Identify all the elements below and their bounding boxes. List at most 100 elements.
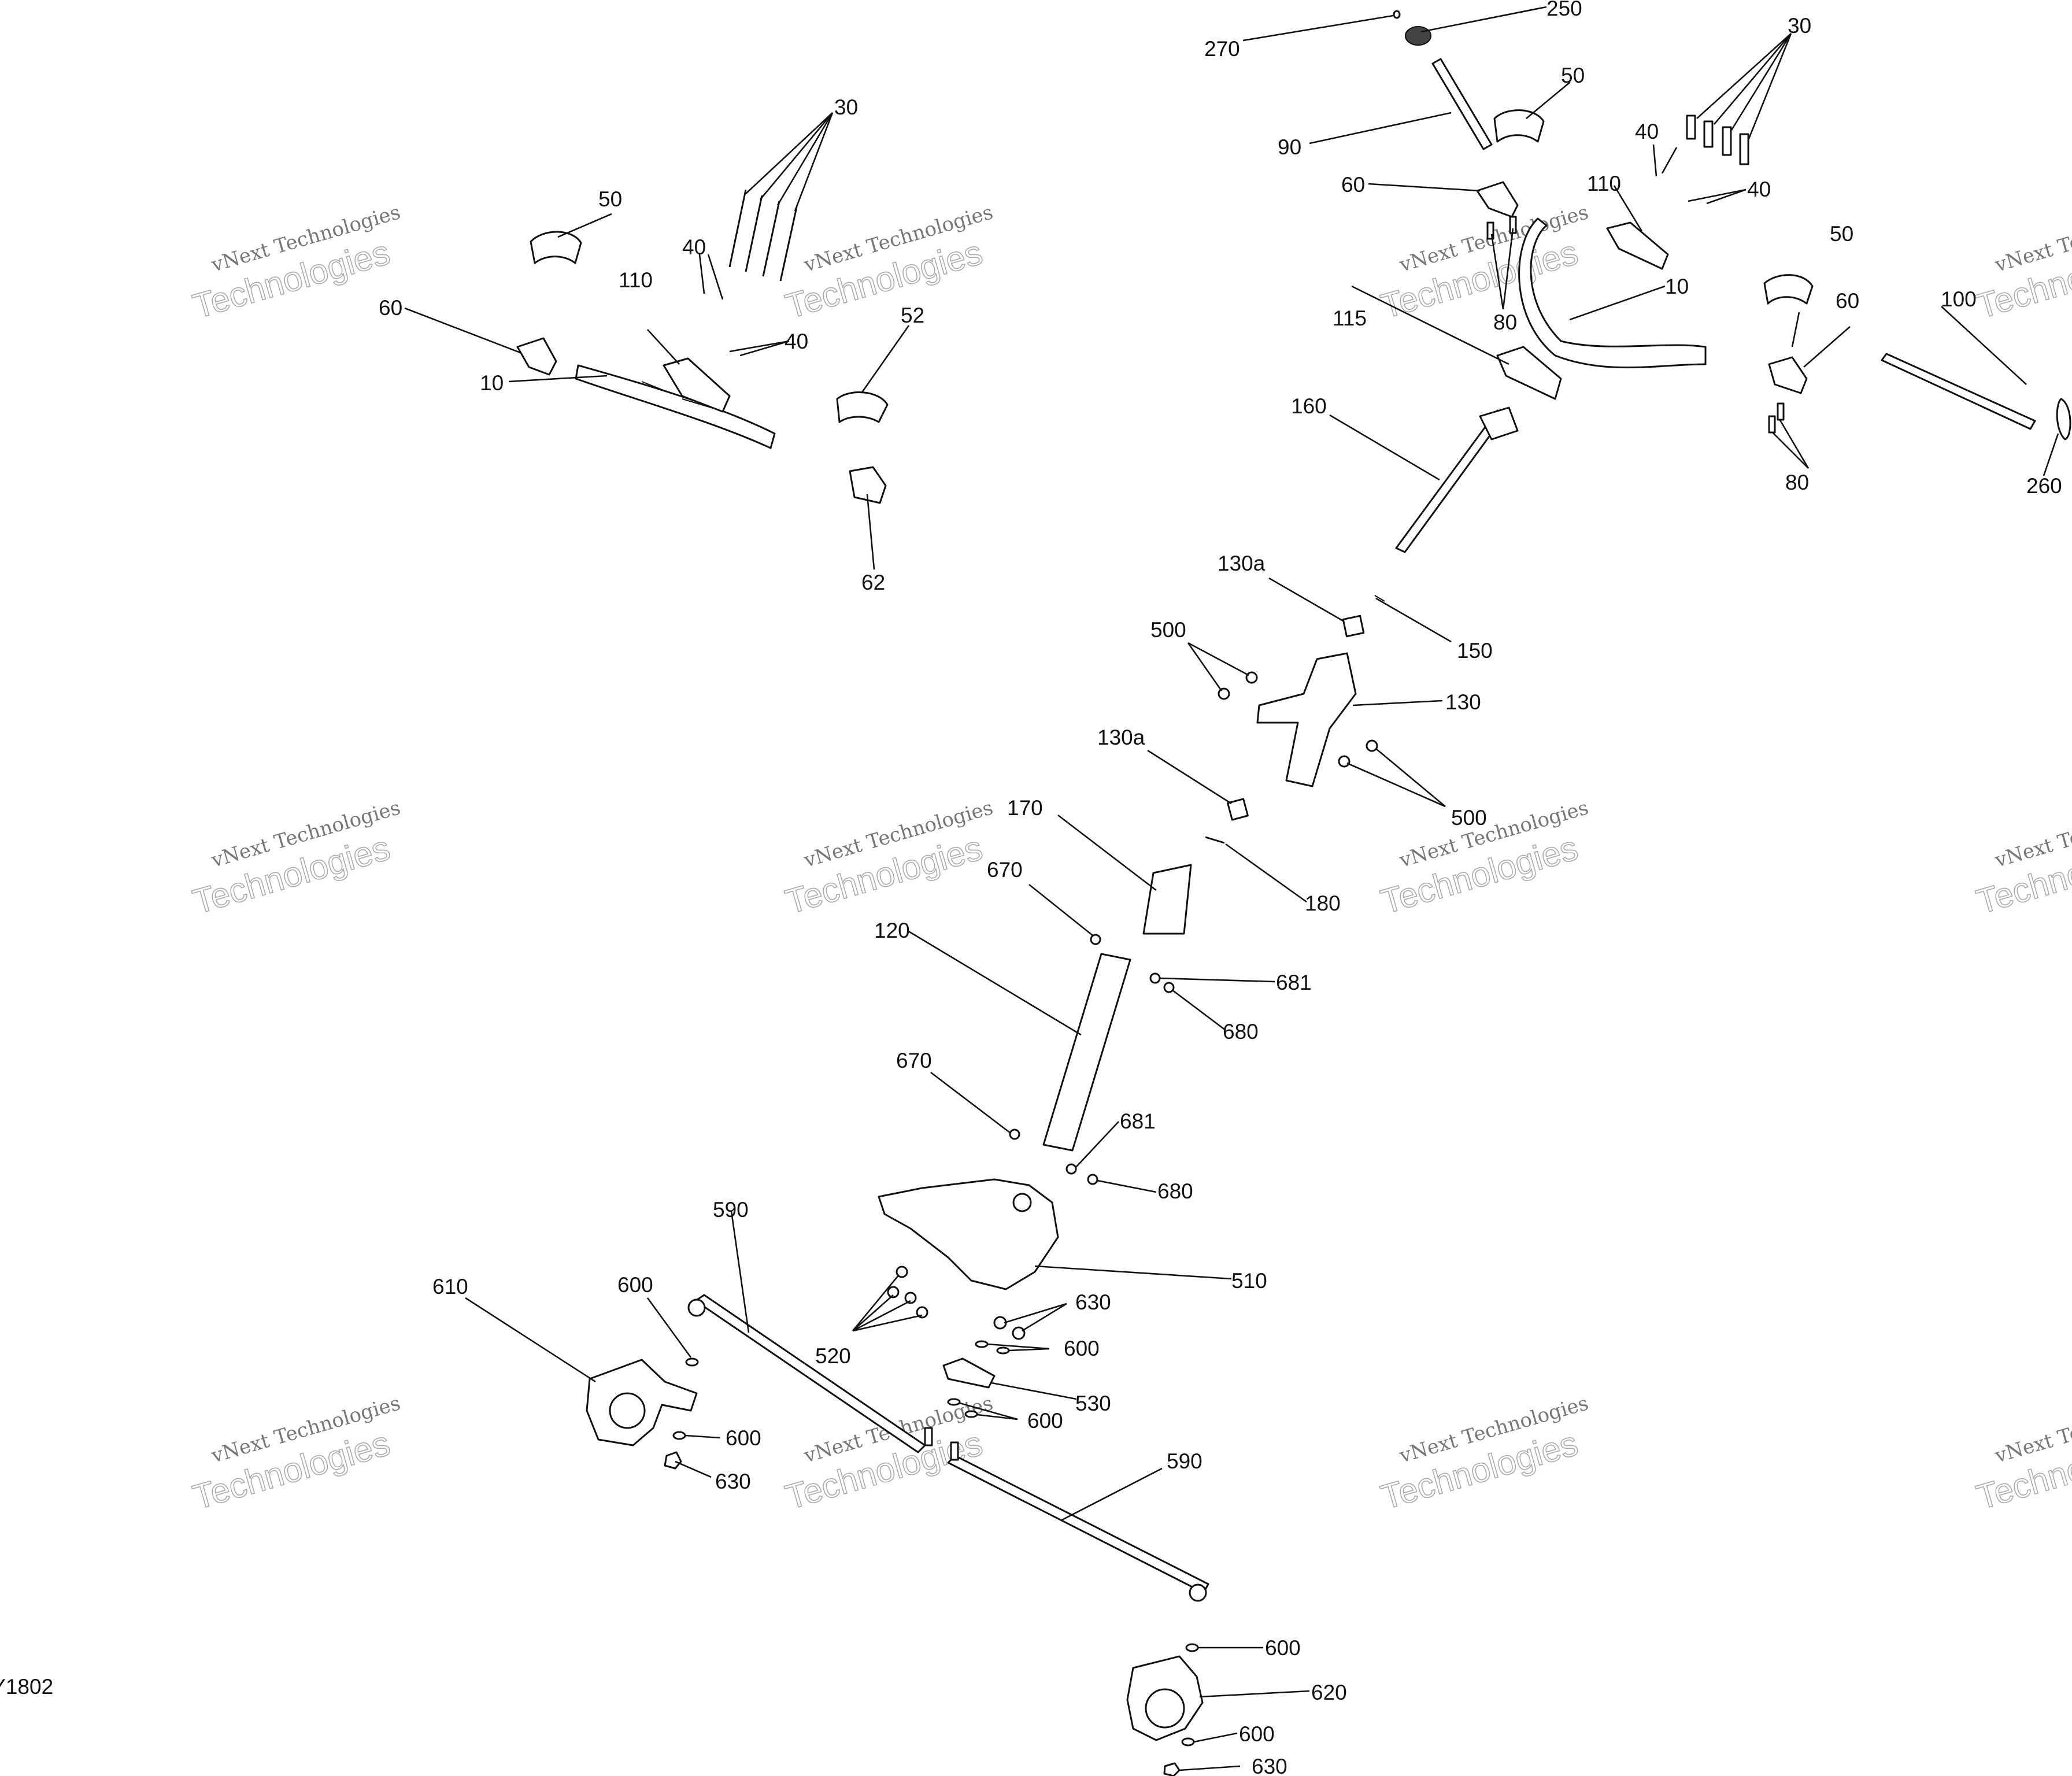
callout-260: 260: [2026, 474, 2062, 498]
grip-clamp-left: [516, 337, 557, 376]
shaft-90: [1431, 58, 1493, 150]
clamp-60-far-right: [1768, 356, 1808, 394]
callout-170: 170: [1007, 796, 1043, 820]
callout-630-center: 630: [1075, 1290, 1111, 1314]
nut-630-pair-b: [1012, 1326, 1026, 1340]
callout-180: 180: [1305, 891, 1341, 915]
part-260: [2056, 398, 2071, 441]
washer-600-left: [672, 1431, 686, 1440]
parts: [516, 10, 2071, 1776]
pin-150: [1374, 595, 1385, 602]
knuckle-620-hub: [1145, 1688, 1185, 1729]
nut-630-left: [664, 1451, 682, 1470]
callout-681-top: 681: [1276, 971, 1312, 994]
callout-600-left: 600: [726, 1426, 761, 1450]
callout-600-right-top: 600: [1265, 1636, 1301, 1660]
tie-rod-end-right: [1189, 1583, 1207, 1602]
grip-cover-right: [1763, 274, 1814, 305]
callout-600-left-top: 600: [617, 1273, 653, 1297]
callout-40-right: 40: [1747, 177, 1771, 201]
callout-110-left: 110: [619, 268, 653, 292]
callout-680-bottom: 680: [1157, 1179, 1193, 1203]
callout-130a-top: 130a: [1218, 552, 1266, 575]
callout-50-right: 50: [1830, 222, 1853, 246]
callout-10-right: 10: [1665, 275, 1689, 298]
callout-620: 620: [1311, 1681, 1347, 1704]
callout-50-right-top: 50: [1561, 64, 1585, 87]
clamp-60-right: [1476, 181, 1519, 218]
callout-510: 510: [1231, 1269, 1267, 1293]
callout-681-bottom: 681: [1120, 1109, 1156, 1133]
power-steering-unit-510: [878, 1178, 1059, 1290]
callout-100: 100: [1941, 287, 1977, 311]
callout-62: 62: [861, 571, 885, 594]
nut-630-right: [1163, 1762, 1181, 1776]
callout-270: 270: [1204, 37, 1240, 61]
tie-rod-end-left: [687, 1298, 706, 1317]
callout-60-right: 60: [1836, 289, 1859, 313]
watermark: vNext Technologies Technologies: [188, 1392, 404, 1517]
callout-680-top: 680: [1223, 1020, 1259, 1044]
column-support-130: [1256, 652, 1357, 787]
watermark: vNext Technologies Technologies: [1377, 201, 1592, 326]
callout-610: 610: [432, 1275, 468, 1298]
tie-rod-590-right: [947, 1455, 1209, 1594]
bolt-670-bottom: [1009, 1128, 1020, 1140]
callout-630-left: 630: [715, 1470, 751, 1493]
shaft-100: [1881, 353, 2036, 430]
stud-590-b: [950, 1441, 959, 1461]
callout-90: 90: [1278, 135, 1301, 159]
watermark-group: vNext Technologies Technologies vNext Te…: [188, 201, 2072, 1517]
watermark: vNext Technologies Technologies: [781, 796, 996, 922]
switch-housing-110-right: [1606, 221, 1669, 270]
washer-600-left-top: [685, 1357, 699, 1367]
bolts-30-left: [728, 189, 798, 282]
callout-80-top: 80: [1493, 310, 1517, 334]
callout-500-bottom: 500: [1451, 806, 1487, 830]
washer-600-right-top: [1185, 1643, 1199, 1652]
boot-170: [1142, 864, 1192, 935]
fasteners-80: [1486, 216, 1785, 434]
callout-520: 520: [815, 1344, 851, 1368]
callout-160: 160: [1291, 394, 1327, 418]
grip-cover-right-top: [1493, 109, 1545, 143]
bushing-130a-lower: [1227, 798, 1249, 821]
callout-60-left: 60: [379, 296, 402, 320]
bolts-520: [887, 1266, 928, 1319]
callout-50-left: 50: [598, 187, 622, 211]
pin-180: [1205, 836, 1225, 844]
bolt-670-top: [1090, 934, 1101, 945]
callout-130a-lower: 130a: [1097, 726, 1145, 749]
bar-end-nut-250: [1405, 26, 1431, 46]
grip-cover-52: [836, 391, 889, 423]
callout-30-left: 30: [834, 95, 858, 119]
switch-housing-115: [1496, 346, 1562, 400]
callout-30-right: 30: [1788, 14, 1811, 38]
output-shaft-510: [1012, 1193, 1032, 1212]
callout-52: 52: [901, 304, 924, 327]
switch-housing-left: [663, 357, 731, 413]
grip-cover-left: [530, 231, 582, 264]
callout-115: 115: [1333, 306, 1367, 330]
washer-600-right-bottom: [1181, 1737, 1195, 1747]
callout-150: 150: [1457, 639, 1493, 663]
watermark: vNext Technologies Technologies: [1972, 796, 2072, 922]
callout-600-connector: 600: [1027, 1409, 1063, 1433]
watermark: vNext Technologies Technologies: [781, 1392, 996, 1517]
intermediate-shaft-120: [1042, 953, 1131, 1152]
washer-600-pair-a: [975, 1340, 989, 1348]
bolts-30-right: [1686, 114, 1749, 165]
watermark: vNext Technologies Technologies: [1972, 201, 2072, 326]
callout-60-right-top: 60: [1341, 173, 1365, 197]
clamp-62: [849, 466, 887, 504]
callout-600-center: 600: [1064, 1337, 1100, 1360]
callout-670-top: 670: [987, 858, 1023, 882]
washer-681-top: [1149, 972, 1161, 984]
watermark: vNext Technologies Technologies: [781, 201, 996, 326]
figure-id: 23Y1802: [0, 1675, 53, 1699]
callout-630-right: 630: [1252, 1755, 1287, 1776]
bushing-130a-top: [1342, 615, 1365, 638]
callouts: 270 250 30 30 50 50 50 90 40 40 40 40 60…: [379, 0, 2062, 1776]
leader-lines: [404, 6, 2059, 1771]
